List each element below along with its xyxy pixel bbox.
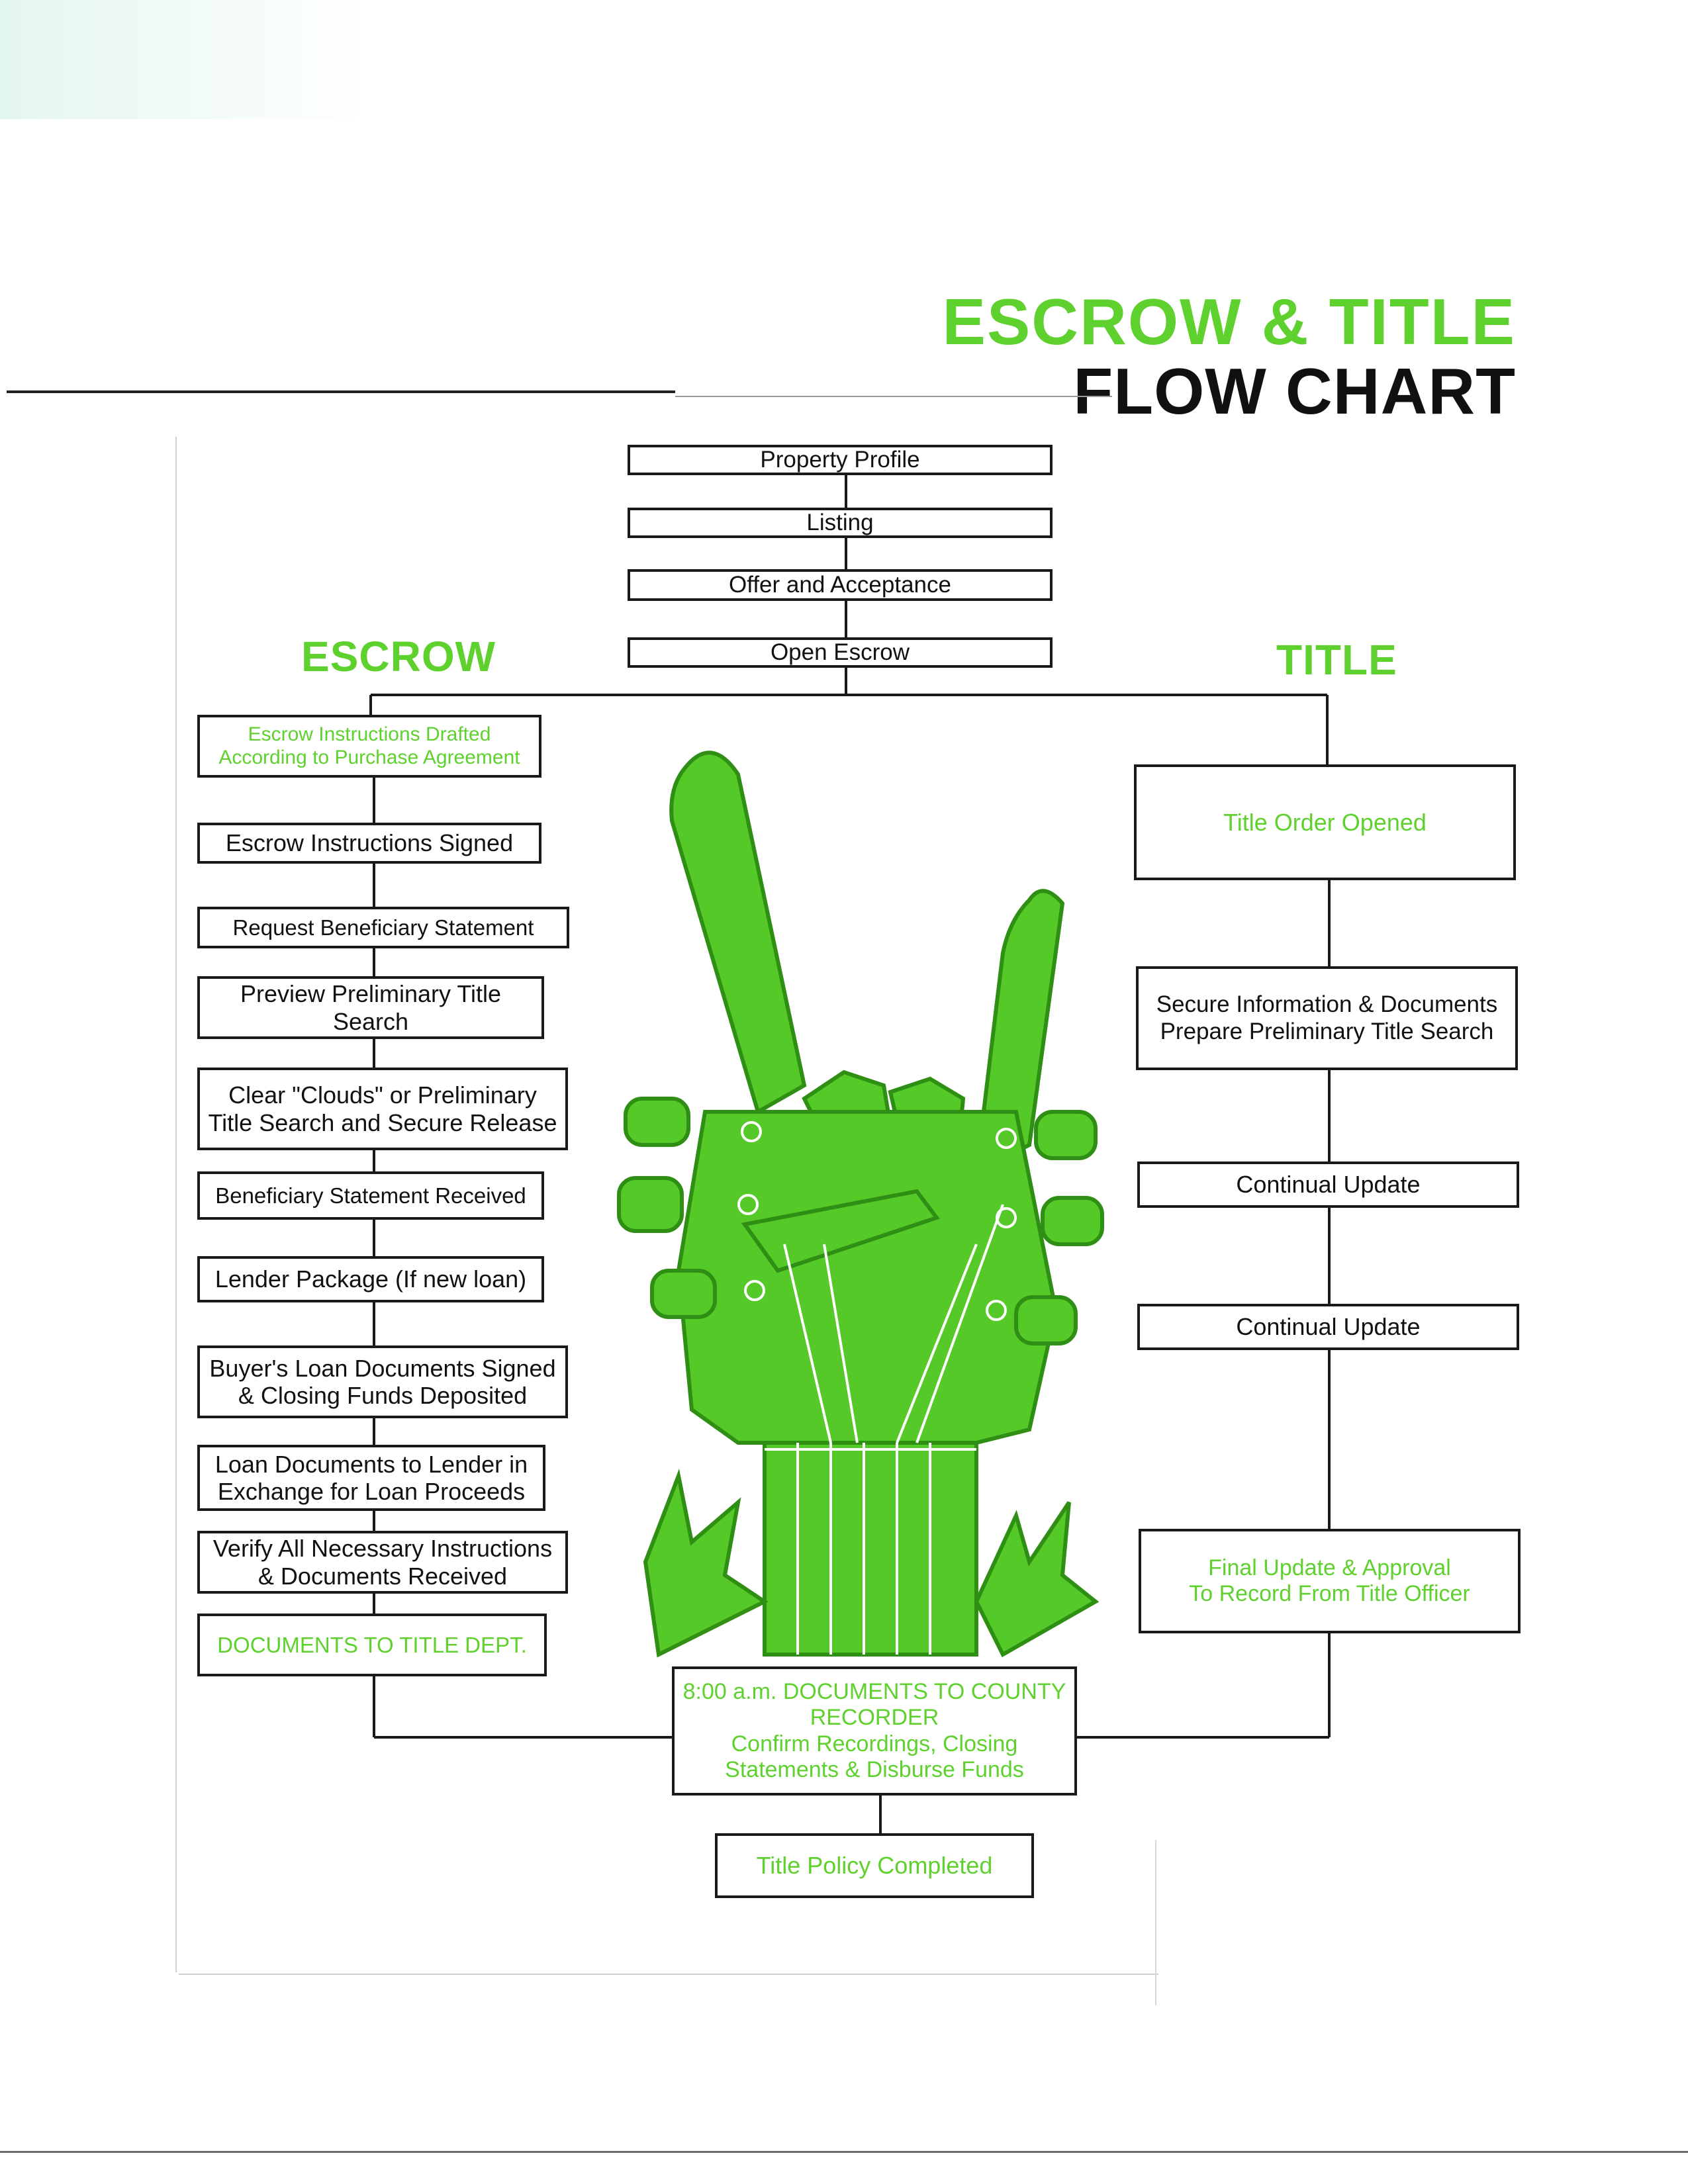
escrow-column-label: ESCROW [301, 633, 496, 680]
escrow-step-instructions-drafted: Escrow Instructions Drafted According to… [197, 715, 541, 778]
scan-artifact [0, 0, 371, 119]
bottom-rule [0, 2151, 1688, 2153]
guitar-headstock-hand-illustration [617, 751, 1104, 1658]
escrow-step-request-beneficiary: Request Beneficiary Statement [197, 907, 569, 948]
escrow-step-clear-clouds: Clear "Clouds" or Preliminary Title Sear… [197, 1068, 568, 1150]
title-step-final-update: Final Update & Approval To Record From T… [1139, 1529, 1521, 1633]
title-step-order-opened: Title Order Opened [1134, 764, 1516, 880]
escrow-step-loan-docs-to-lender: Loan Documents to Lender in Exchange for… [197, 1445, 545, 1511]
frame-right-border [1155, 1840, 1156, 2005]
frame-left-border [175, 437, 177, 1972]
step-offer-acceptance: Offer and Acceptance [628, 569, 1053, 601]
final-step-county-recorder: 8:00 a.m. DOCUMENTS TO COUNTY RECORDER C… [672, 1666, 1077, 1796]
step-open-escrow: Open Escrow [628, 637, 1053, 668]
escrow-step-verify-instructions: Verify All Necessary Instructions & Docu… [197, 1531, 568, 1594]
escrow-step-beneficiary-received: Beneficiary Statement Received [197, 1171, 544, 1220]
header-rule [7, 390, 675, 393]
escrow-step-loan-docs-signed: Buyer's Loan Documents Signed & Closing … [197, 1345, 568, 1418]
escrow-step-documents-to-title: DOCUMENTS TO TITLE DEPT. [197, 1614, 547, 1676]
title-column-label: TITLE [1276, 636, 1397, 684]
header-rule-faint [675, 396, 1112, 397]
escrow-step-preview-title-search: Preview Preliminary Title Search [197, 976, 544, 1039]
final-step-title-policy-completed: Title Policy Completed [715, 1833, 1034, 1898]
step-listing: Listing [628, 508, 1053, 538]
frame-bottom-border [179, 1974, 1158, 1975]
step-property-profile: Property Profile [628, 445, 1053, 475]
escrow-step-lender-package: Lender Package (If new loan) [197, 1256, 544, 1302]
title-step-secure-information: Secure Information & Documents Prepare P… [1136, 966, 1518, 1070]
escrow-step-instructions-signed: Escrow Instructions Signed [197, 823, 541, 864]
page-title-bottom: FLOW CHART [1073, 355, 1516, 428]
page-title-top: ESCROW & TITLE [942, 285, 1516, 358]
title-step-continual-update-2: Continual Update [1137, 1304, 1519, 1350]
title-step-continual-update-1: Continual Update [1137, 1161, 1519, 1208]
